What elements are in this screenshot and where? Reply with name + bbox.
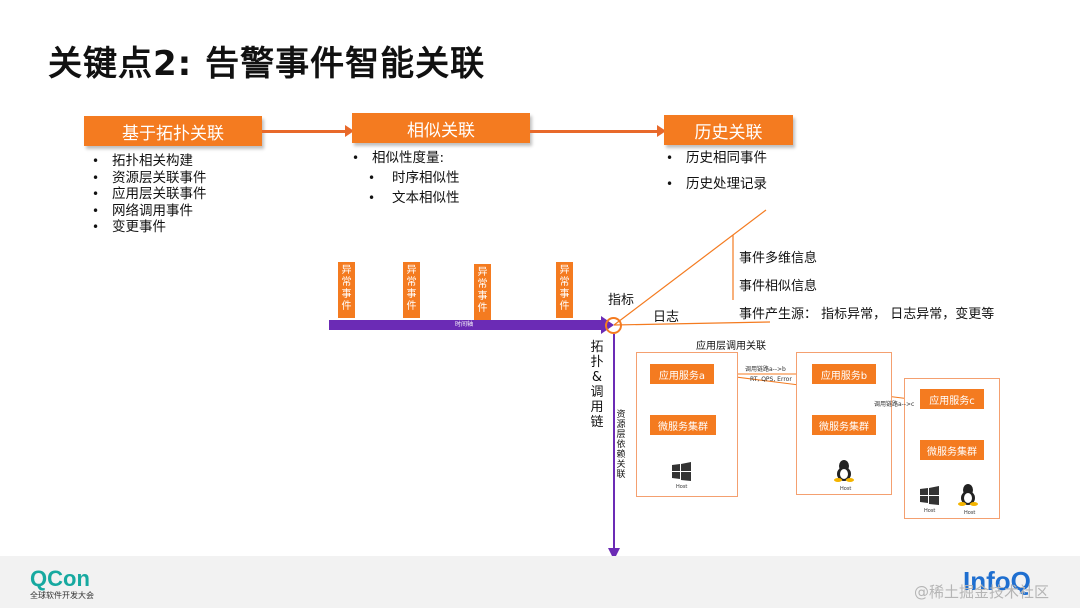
stage-similarity-label: 相似关联 [407, 120, 475, 141]
footer-bar [0, 556, 1080, 608]
stage-arrow-2 [530, 125, 666, 137]
host-label: Host [924, 508, 936, 514]
host-label: Host [840, 486, 852, 492]
history-bullets: 历史相同事件 历史处理记录 [660, 150, 767, 192]
anomaly-event-4: 异常事件 [556, 262, 573, 318]
stage-arrow-1 [262, 125, 354, 137]
stage-similarity: 相似关联 [352, 113, 530, 143]
app-service-b: 应用服务b [812, 364, 876, 384]
list-item: 应用层关联事件 [86, 186, 207, 203]
call-chain-ab: 调用链路a-->b [745, 366, 786, 373]
topology-bullets: 拓扑相关构建 资源层关联事件 应用层关联事件 网络调用事件 变更事件 [86, 153, 207, 236]
app-layer-title: 应用层调用关联 [696, 341, 766, 352]
watermark: @稀土掘金技术社区 [914, 583, 1050, 601]
windows-icon [920, 486, 939, 505]
microservice-cluster-a: 微服务集群 [650, 415, 716, 435]
list-item: 时序相似性 [346, 168, 460, 188]
timeline-axis [329, 320, 601, 330]
list-item: 历史处理记录 [660, 176, 767, 193]
info-line-3: 事件产生源： 指标异常， 日志异常，变更等 [739, 307, 995, 322]
list-item: 网络调用事件 [86, 203, 207, 220]
timeline-label: 时间轴 [455, 321, 474, 328]
microservice-cluster-c: 微服务集群 [920, 440, 984, 460]
qcon-logo: QCon [30, 566, 90, 591]
linux-icon [834, 460, 854, 482]
linux-icon [958, 484, 978, 506]
app-service-c: 应用服务c [920, 389, 984, 409]
info-line-1: 事件多维信息 [739, 251, 818, 266]
axis-metric-label: 指标 [608, 293, 635, 308]
stage-history-label: 历史关联 [694, 122, 763, 143]
qcon-subtitle: 全球软件开发大会 [30, 591, 94, 600]
list-item: 资源层关联事件 [86, 170, 207, 187]
info-line-2: 事件相似信息 [739, 279, 818, 294]
app-service-a: 应用服务a [650, 364, 714, 384]
page-title: 关键点2: 告警事件智能关联 [48, 44, 486, 84]
list-item: 相似性度量: [346, 150, 444, 167]
list-item: 拓扑相关构建 [86, 153, 207, 170]
stage-topology-label: 基于拓扑关联 [122, 123, 224, 144]
call-chain-metrics: RT, QPS, Error [750, 376, 792, 383]
call-chain-ac: 调用链路a-->c [874, 401, 915, 408]
resource-layer-label: 资源层依赖关联 [616, 410, 626, 480]
host-label: Host [964, 510, 976, 516]
origin-circle [605, 317, 622, 334]
infoq-logo: InfoQ [963, 566, 1031, 596]
anomaly-event-3: 异常事件 [474, 264, 491, 320]
host-label: Host [676, 484, 688, 490]
microservice-cluster-b: 微服务集群 [812, 415, 876, 435]
anomaly-event-2: 异常事件 [403, 262, 420, 318]
windows-icon [672, 462, 691, 481]
axis-topology-label: 拓扑&调用链 [590, 340, 604, 430]
stage-topology: 基于拓扑关联 [84, 116, 262, 146]
list-item: 文本相似性 [346, 188, 460, 208]
stage-history: 历史关联 [664, 115, 793, 145]
anomaly-event-1: 异常事件 [338, 262, 355, 318]
similarity-bullets: 相似性度量: [346, 150, 444, 167]
similarity-sub-bullets: 时序相似性 文本相似性 [346, 168, 460, 208]
list-item: 历史相同事件 [660, 150, 767, 167]
list-item: 变更事件 [86, 219, 207, 236]
axis-log-label: 日志 [653, 310, 680, 325]
